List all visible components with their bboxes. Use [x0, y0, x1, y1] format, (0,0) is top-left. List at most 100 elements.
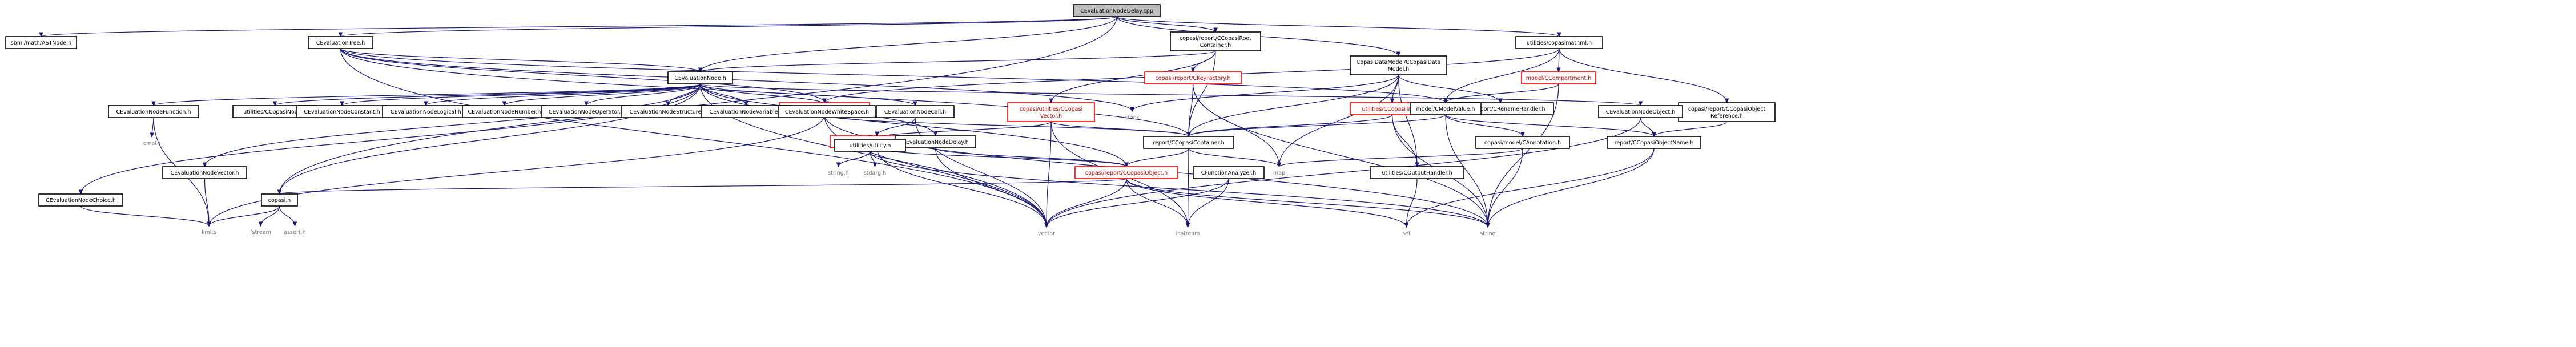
edge-cmml-to-cor [1559, 48, 1728, 103]
edge-cenvec-to-limits [204, 178, 210, 227]
graph-node-cenvec[interactable]: CEvaluationNodeVector.h [162, 166, 247, 179]
arrowhead [1190, 67, 1196, 73]
graph-node-astnode[interactable]: sbml/math/ASTNode.h [5, 36, 77, 49]
edge-con-to-set [1406, 148, 1655, 228]
node-label: copasi/report/CCopasiObject.h [1085, 170, 1168, 176]
node-box [1607, 136, 1701, 149]
edge-ctask-to-ccont [1188, 114, 1393, 137]
node-label: string [1480, 231, 1495, 237]
arrowhead [1049, 98, 1053, 104]
edge-root-to-astnode [41, 16, 1117, 37]
graph-node-cann[interactable]: copasi/model/CAnnotation.h [1475, 136, 1570, 149]
node-label: Reference.h [1710, 113, 1743, 119]
graph-node-cendelay[interactable]: CEvaluationNodeDelay.h [895, 135, 976, 148]
node-label: Model.h [1388, 66, 1410, 72]
edge-ccont-to-iostream [1187, 148, 1189, 228]
node-box [38, 193, 123, 207]
graph-node-cenh[interactable]: CEvaluationNode.h [667, 71, 733, 84]
node-label: CEvaluationNodeNumber.h [468, 109, 541, 115]
node-box [5, 36, 77, 49]
edge-ccobj-to-vector [1046, 178, 1127, 228]
graph-node-cet[interactable]: CEvaluationTree.h [308, 36, 373, 49]
graph-node-iostream: iostream [1176, 231, 1200, 237]
graph-node-ccont[interactable]: report/CCopasiContainer.h [1143, 136, 1234, 149]
arrowhead [277, 189, 282, 195]
arrowhead [1130, 107, 1134, 112]
arrowhead [502, 101, 507, 107]
graph-node-root[interactable]: CEvaluationNodeDelay.cpp [1073, 4, 1161, 17]
node-label: CEvaluationTree.h [316, 40, 365, 46]
edge-cmv-to-string [1445, 114, 1488, 228]
graph-node-cenchoice[interactable]: CEvaluationNodeChoice.h [38, 193, 123, 207]
edge-ccont-to-ccobj [1126, 148, 1189, 167]
graph-node-cenvar[interactable]: CEvaluationNodeVariable.h [701, 105, 792, 118]
node-label: CopasiDataModel/CCopasiData [1357, 59, 1441, 66]
edge-cdm-to-map [1278, 74, 1399, 167]
graph-node-ccomp[interactable]: model/CCompartment.h [1521, 71, 1596, 84]
edge-crc-to-cenh [699, 50, 1216, 72]
node-label: set [1402, 231, 1411, 237]
graph-node-stdargh: stdarg.h [864, 170, 886, 176]
graph-node-set: set [1402, 231, 1411, 237]
graph-node-cmml[interactable]: utilities/copasimathml.h [1515, 36, 1603, 49]
arrowhead [1652, 132, 1656, 138]
node-box [1475, 136, 1570, 149]
graph-node-cencall[interactable]: CEvaluationNodeCall.h [876, 105, 955, 118]
node-label: Vector.h [1040, 113, 1062, 119]
node-label: CEvaluationNodeObject.h [1606, 109, 1676, 115]
graph-node-utility[interactable]: utilities/utility.h [834, 139, 906, 152]
edge-cvec-to-vector [1046, 121, 1052, 228]
graph-node-cenconst[interactable]: CEvaluationNodeConstant.h [296, 105, 388, 118]
edge-cmv-to-ccont [1188, 114, 1446, 137]
edge-ccobj-to-iostream [1126, 178, 1189, 228]
arrowhead [1044, 223, 1049, 228]
graph-node-copasih[interactable]: copasi.h [261, 193, 298, 207]
graph-node-con[interactable]: report/CCopasiObjectName.h [1607, 136, 1701, 149]
node-box [1007, 102, 1095, 122]
graph-node-cmv[interactable]: model/CModelValue.h [1410, 102, 1482, 115]
edge-cenchoice-to-limits [80, 205, 210, 227]
edge-cor-to-con [1653, 121, 1728, 137]
node-label: CEvaluationNodeCall.h [884, 109, 946, 115]
arrowhead [1638, 101, 1643, 107]
edge-cendelay-to-vector [935, 147, 1047, 228]
node-label: CEvaluationNode.h [674, 75, 726, 82]
node-label: copasi/report/CKeyFactory.h [1155, 75, 1230, 82]
graph-node-cenobj[interactable]: CEvaluationNodeObject.h [1598, 105, 1683, 118]
node-label: utilities/copasimathml.h [1527, 40, 1592, 46]
edge-cenh-to-copasih [279, 83, 701, 195]
edge-cdm-to-stack [1132, 74, 1399, 112]
node-label: copasi/report/CCopasiObject [1688, 106, 1766, 112]
graph-node-ckf[interactable]: copasi/report/CKeyFactory.h [1144, 71, 1242, 84]
arrowhead [1277, 162, 1282, 168]
graph-node-cenlog[interactable]: CEvaluationNodeLogical.h [382, 105, 470, 118]
edge-root-to-crc [1116, 16, 1216, 33]
node-label: CEvaluationNodeFunction.h [116, 109, 191, 115]
graph-node-ccobj[interactable]: copasi/report/CCopasiObject.h [1074, 166, 1178, 179]
edge-cenh-to-cenop [586, 83, 701, 106]
node-box [1678, 102, 1776, 122]
edge-ccp-to-vector [876, 147, 1047, 228]
graph-node-cennum[interactable]: CEvaluationNodeNumber.h [462, 105, 547, 118]
arrowhead [933, 131, 938, 137]
node-box [1073, 4, 1161, 17]
edge-cann-to-map [1278, 148, 1523, 167]
graph-node-censtr[interactable]: CEvaluationNodeStructure.h [621, 105, 715, 118]
node-box [1410, 102, 1482, 115]
graph-node-cenws[interactable]: CEvaluationNodeWhiteSpace.h [778, 105, 876, 118]
node-label: model/CCompartment.h [1526, 75, 1591, 82]
graph-node-cenop[interactable]: CEvaluationNodeOperator.h [541, 105, 632, 118]
node-box [1193, 166, 1265, 179]
graph-node-cfa[interactable]: CFunctionAnalyzer.h [1193, 166, 1265, 179]
arrowhead [1486, 223, 1490, 228]
edge-ccobj-to-copasih [279, 178, 1127, 195]
arrowhead [292, 221, 297, 227]
node-label: stdarg.h [864, 170, 886, 176]
arrowhead [1557, 32, 1561, 38]
graph-node-cenfunc[interactable]: CEvaluationNodeFunction.h [108, 105, 199, 118]
graph-node-coh[interactable]: utilities/COutputHandler.h [1370, 166, 1464, 179]
